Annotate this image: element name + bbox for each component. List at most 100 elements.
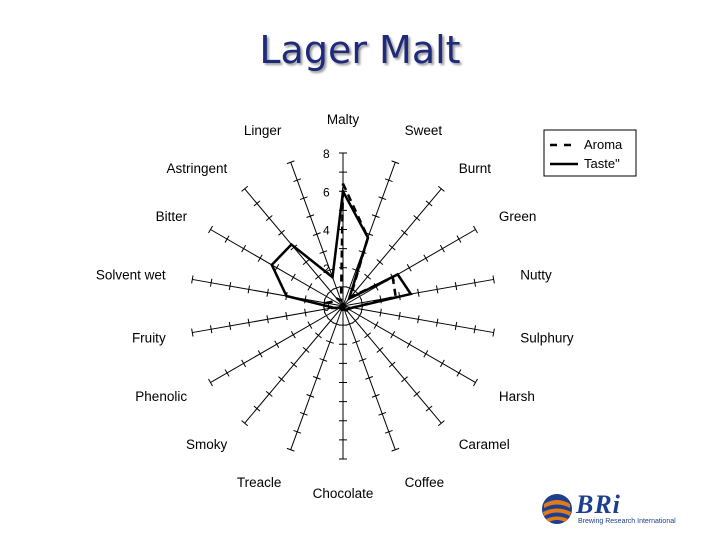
axis-tick (315, 273, 322, 280)
axis-tick (413, 390, 421, 397)
axis-tick (379, 308, 382, 317)
axis-tick (378, 196, 387, 201)
axis-tick (304, 295, 307, 304)
radar-series (270, 183, 413, 312)
axis-tick (376, 346, 384, 353)
axis-tick (325, 340, 334, 344)
axis-label-smoky: Smoky (186, 437, 228, 452)
axis-tick (290, 330, 296, 339)
axis-tick (286, 160, 295, 165)
axis-label-bitter: Bitter (156, 209, 188, 224)
axis-tick (286, 447, 295, 452)
axis-tick (345, 322, 354, 326)
axis-tick (364, 332, 371, 339)
axis-tick (384, 178, 393, 183)
axis-tick (224, 235, 230, 243)
axis-tick (224, 369, 230, 377)
axis-tick (425, 405, 433, 412)
axis-tick (265, 215, 273, 222)
axis-tick (241, 244, 247, 253)
axis-tick (332, 286, 341, 290)
axis-tick (398, 311, 401, 320)
axis-tick (391, 447, 400, 452)
axis-tick (439, 244, 445, 253)
axis-tick (290, 273, 296, 282)
axis-tick (373, 321, 379, 329)
axis-tick (241, 420, 249, 427)
axis-tick (293, 429, 302, 434)
axis-tick (306, 394, 315, 398)
axis-tick (208, 378, 213, 387)
axis-label-coffee: Coffee (405, 475, 445, 490)
axis-tick (304, 308, 307, 317)
legend-aroma-label: Aroma (584, 137, 623, 152)
axis-tick (391, 160, 400, 165)
axis-tick (358, 358, 367, 362)
axis-tick (376, 259, 384, 266)
axis-tick (384, 429, 393, 434)
axis-tick (401, 376, 408, 383)
axis-tick (371, 394, 380, 398)
axis-tick (435, 318, 439, 327)
axis-tick (285, 311, 288, 320)
axis-tick (327, 317, 335, 324)
axis-tick (406, 264, 412, 272)
axis-tick (437, 420, 445, 427)
axis-tick (473, 325, 477, 334)
radial-tick-label: 6 (323, 185, 330, 199)
axis-tick (456, 369, 462, 377)
radar-axes: MaltySweetBurntGreenNuttySulphuryHarshCa… (96, 112, 574, 501)
axis-tick (454, 321, 458, 330)
bri-logo: BRi Brewing Research International (540, 490, 680, 532)
axis-tick (307, 321, 313, 329)
axis-tick (360, 305, 364, 314)
axis-tick (390, 330, 396, 339)
axis-tick (378, 411, 387, 416)
axis-tick (306, 214, 315, 218)
axis-tick (406, 340, 412, 348)
axis-tick (454, 282, 458, 291)
axis-label-harsh: Harsh (499, 389, 535, 404)
axis-tick (209, 325, 213, 334)
axis-tick (265, 390, 273, 397)
axis-tick (319, 358, 328, 362)
axis-tick (423, 254, 429, 262)
axis-tick (290, 361, 298, 368)
axis-tick (413, 215, 421, 222)
axis-tick (352, 340, 361, 344)
radial-tick-label: 4 (323, 224, 330, 238)
axis-tick (492, 275, 495, 284)
axis-label-solvent-wet: Solvent wet (96, 268, 166, 283)
axis-tick (228, 321, 232, 330)
axis-tick (351, 317, 359, 324)
axis-label-phenolic: Phenolic (135, 389, 187, 404)
axis-tick (257, 350, 263, 358)
axis-label-treacle: Treacle (237, 475, 282, 490)
axis-tick (319, 250, 328, 254)
axis-tick (473, 378, 478, 387)
axis-tick (302, 346, 310, 353)
axis-label-astringent: Astringent (167, 161, 228, 176)
axis-label-burnt: Burnt (459, 161, 492, 176)
axis-tick (302, 259, 310, 266)
axis-tick (327, 288, 335, 295)
axis-tick (401, 229, 408, 236)
axis-label-green: Green (499, 209, 537, 224)
axis-tick (241, 185, 249, 192)
axis-tick (312, 376, 321, 380)
radial-tick-label: 8 (323, 147, 330, 161)
legend-box (543, 129, 637, 177)
axis-tick (388, 244, 396, 251)
axis-tick (437, 185, 445, 192)
axis-label-sweet: Sweet (405, 123, 443, 138)
chart-legend: Aroma Taste" (543, 129, 637, 177)
axis-tick (357, 311, 362, 320)
axis-tick (473, 278, 477, 287)
axis-tick (473, 225, 478, 234)
axis-label-chocolate: Chocolate (313, 486, 374, 501)
axis-tick (228, 282, 232, 291)
axis-tick (315, 332, 322, 339)
axis-tick (425, 200, 433, 207)
axis-tick (417, 288, 420, 297)
